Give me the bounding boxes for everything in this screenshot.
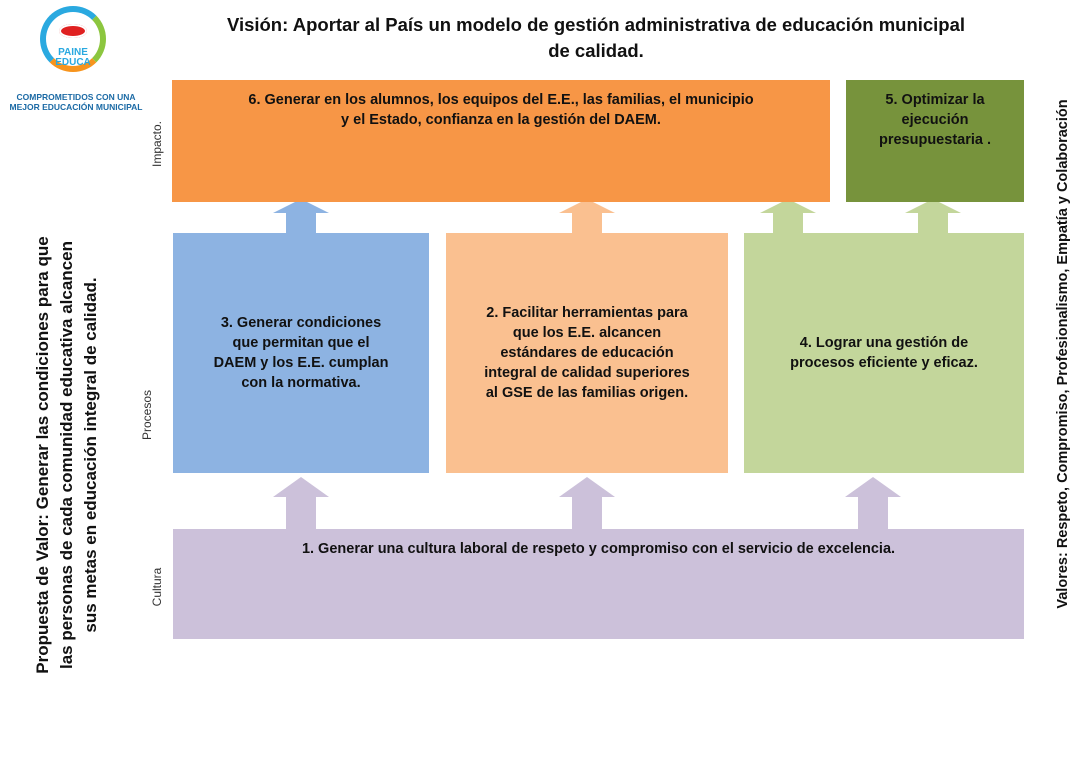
vision-statement: Visión: Aportar al País un modelo de ges… bbox=[160, 12, 1032, 64]
arrow-up-icon bbox=[760, 199, 816, 233]
objective-5-box: 5. Optimizar la ejecución presupuestaria… bbox=[846, 80, 1024, 202]
logo-tagline-line2: MEJOR EDUCACIÓN MUNICIPAL bbox=[9, 102, 143, 112]
objective-4-line1: 4. Lograr una gestión de bbox=[799, 335, 969, 351]
objective-3-line3: DAEM y los E.E. cumplan bbox=[213, 355, 389, 371]
objective-6-line2: y el Estado, confianza en la gestión del… bbox=[341, 112, 661, 128]
logo-name: PAINE EDUCA bbox=[42, 48, 104, 68]
objective-2-line5: al GSE de las familias origen. bbox=[485, 385, 689, 401]
arrow-up-icon bbox=[559, 199, 615, 233]
paine-educa-logo: PAINE EDUCA COMPROMETIDOS CON UNA MEJOR … bbox=[2, 6, 150, 156]
logo-ring-icon bbox=[40, 6, 106, 72]
logo-tagline-line1: COMPROMETIDOS CON UNA bbox=[16, 92, 136, 102]
vision-line1: Visión: Aportar al País un modelo de ges… bbox=[226, 14, 966, 35]
objective-5-line1: 5. Optimizar la bbox=[885, 92, 985, 108]
objective-5-line3: presupuestaria . bbox=[878, 132, 991, 148]
row-label-cultura: Cultura bbox=[150, 567, 164, 607]
row-label-impacto: Impacto. bbox=[150, 120, 164, 168]
objective-3-line4: con la normativa. bbox=[241, 375, 361, 391]
arrow-up-icon bbox=[273, 477, 329, 529]
objective-3-box: 3. Generar condiciones que permitan que … bbox=[173, 233, 429, 473]
values-statement: Valores: Respeto, Compromiso, Profesiona… bbox=[1055, 99, 1071, 609]
objective-4-box: 4. Lograr una gestión de procesos eficie… bbox=[744, 233, 1024, 473]
objective-2-line1: 2. Facilitar herramientas para bbox=[486, 305, 688, 321]
objective-6-line1: 6. Generar en los alumnos, los equipos d… bbox=[248, 92, 754, 108]
arrow-up-icon bbox=[273, 199, 329, 233]
objective-3-line2: que permitan que el bbox=[232, 335, 370, 351]
value-proposition-line1: Propuesta de Valor: Generar las condicio… bbox=[33, 236, 52, 674]
value-proposition-line3: sus metas en educación integral de calid… bbox=[81, 277, 100, 633]
arrow-up-icon bbox=[905, 199, 961, 233]
logo-lips-icon bbox=[59, 24, 87, 38]
objective-5-line2: ejecución bbox=[901, 112, 969, 128]
objective-6-box: 6. Generar en los alumnos, los equipos d… bbox=[172, 80, 830, 202]
value-proposition-line2: las personas de cada comunidad educativa… bbox=[57, 241, 76, 670]
objective-3-line1: 3. Generar condiciones bbox=[220, 315, 382, 331]
vision-line2: de calidad. bbox=[548, 40, 644, 61]
objective-2-box: 2. Facilitar herramientas para que los E… bbox=[446, 233, 728, 473]
objective-1-box: 1. Generar una cultura laboral de respet… bbox=[173, 529, 1024, 639]
objective-4-line2: procesos eficiente y eficaz. bbox=[790, 355, 978, 371]
objective-2-line4: integral de calidad superiores bbox=[484, 365, 690, 381]
value-proposition: Propuesta de Valor: Generar las condicio… bbox=[31, 135, 103, 775]
row-label-procesos: Procesos bbox=[140, 389, 154, 441]
logo-tagline: COMPROMETIDOS CON UNA MEJOR EDUCACIÓN MU… bbox=[2, 92, 150, 112]
arrow-up-icon bbox=[845, 477, 901, 529]
logo-name-line2: EDUCA bbox=[55, 57, 91, 68]
arrow-up-icon bbox=[559, 477, 615, 529]
objective-2-line2: que los E.E. alcancen bbox=[512, 325, 662, 341]
logo-name-line1: PAINE bbox=[58, 47, 88, 58]
objective-2-line3: estándares de educación bbox=[500, 345, 674, 361]
objective-1-line1: 1. Generar una cultura laboral de respet… bbox=[301, 541, 896, 557]
